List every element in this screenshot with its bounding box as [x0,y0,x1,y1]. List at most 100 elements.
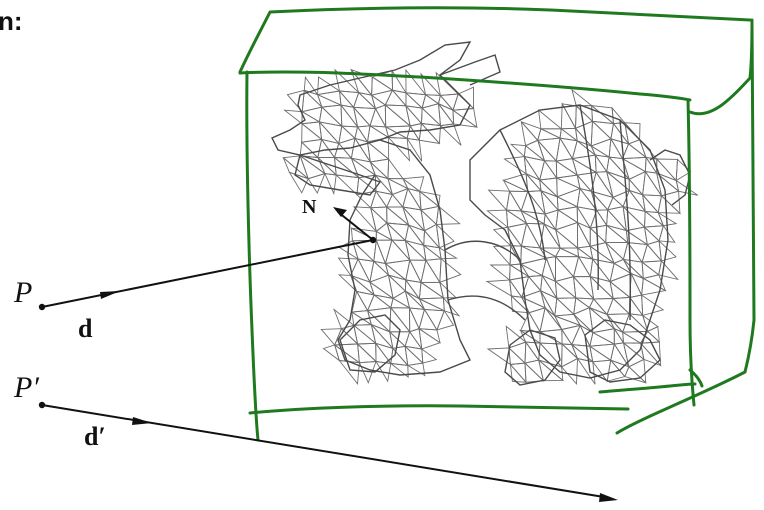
mesh-triangle [639,341,662,366]
mesh-triangle [657,194,682,214]
mesh-triangle [492,245,512,267]
mesh-triangle [489,264,511,281]
mesh-triangle [333,142,353,159]
mesh-triangle [409,307,420,333]
mesh-triangle [421,103,442,127]
mesh-triangle [406,137,423,162]
mesh-triangle [560,357,578,386]
mesh-triangle [591,328,615,345]
mesh-triangle [439,257,462,283]
mesh-triangle [338,90,360,109]
mesh-triangle [538,109,563,130]
mesh-triangle [357,342,378,364]
mesh-triangle [660,190,681,215]
mesh-triangle [643,225,665,242]
mesh-triangle [487,189,511,212]
mesh-triangle [283,109,303,125]
mesh-triangle [523,155,546,182]
mesh-triangle [571,324,591,347]
mesh-triangle [554,228,579,249]
mesh-triangle [537,358,565,382]
mesh-triangle [539,178,558,198]
mesh-triangle [389,306,411,333]
mesh-triangle [420,208,438,232]
mesh-triangle [589,257,612,283]
mesh-triangle [334,327,359,346]
mesh-triangle [391,69,407,94]
mesh-triangle [675,158,692,182]
mesh-triangle [288,171,309,194]
mesh-triangle [337,257,359,277]
mesh-triangle [573,297,591,316]
ray-2-line [41,404,611,499]
ray-1-direction-arrow [100,291,120,299]
mesh-triangle [622,241,644,263]
mesh-triangle [418,308,438,331]
ray-1-origin-point [38,303,46,311]
mesh-triangle [437,94,454,111]
mesh-triangle [509,363,528,383]
mesh-triangle [373,240,387,265]
mesh-triangle [389,362,409,379]
labels: N P d P′ d′ [13,196,317,451]
mesh-triangle [561,324,581,346]
mesh-triangle [352,105,371,128]
mesh-triangle [519,262,544,278]
mesh-triangle [554,276,577,299]
mesh-triangle [366,140,390,163]
bbox-front-face [238,70,696,442]
mesh-triangle [404,278,420,300]
mesh-triangle [556,177,582,198]
mesh-triangle [539,306,563,333]
normal-arrow-icon [333,207,347,217]
mesh-triangle [508,346,527,365]
mesh-triangle [402,187,422,211]
mesh-triangle [606,359,626,382]
mesh-triangle [420,259,441,283]
mesh-triangle [307,172,326,194]
mesh-triangle [390,297,412,309]
ray-2-direction-label: d′ [84,422,106,451]
mesh-triangle [520,120,539,147]
mesh-triangle [505,325,527,349]
ray-2-direction-arrow [132,417,152,425]
bounding-box [238,6,756,442]
heading-fragment: n: [0,6,23,36]
mesh-triangle [555,297,577,316]
mesh-silhouette [271,41,691,386]
mesh-triangle [572,255,592,278]
mesh-triangle [509,143,527,158]
mesh-triangle [606,297,631,315]
bbox-back-face [238,6,756,435]
mesh-triangle [554,280,578,299]
mesh-triangle [588,343,615,361]
mesh-triangle [418,122,441,145]
mesh-triangle [539,159,558,181]
mesh-triangle [510,294,531,314]
mesh-triangle [524,361,545,383]
mesh-triangle [418,327,442,350]
mesh-triangle [609,138,630,160]
mesh-triangle [385,221,407,241]
mesh-triangle [439,123,462,146]
mesh-triangle [435,223,455,249]
mesh-triangle [527,275,543,292]
mesh-triangle [559,137,578,160]
mesh-triangle [436,309,455,331]
mesh-triangle [589,224,608,244]
mesh-triangle [624,366,647,384]
mesh-triangle [286,89,305,113]
mesh-triangle [525,172,542,193]
mesh-triangle [588,298,608,315]
mesh-triangle [387,157,404,180]
normal-vector-line [337,211,374,241]
mesh-triangle [561,327,573,346]
mesh-triangle [509,279,523,298]
ray-1-origin-label: P [13,276,32,309]
dragon-wireframe-mesh [271,41,699,386]
mesh-triangle [576,357,596,385]
mesh-triangle [628,296,644,316]
mesh-triangle [418,281,445,300]
mesh-triangle [594,153,608,173]
